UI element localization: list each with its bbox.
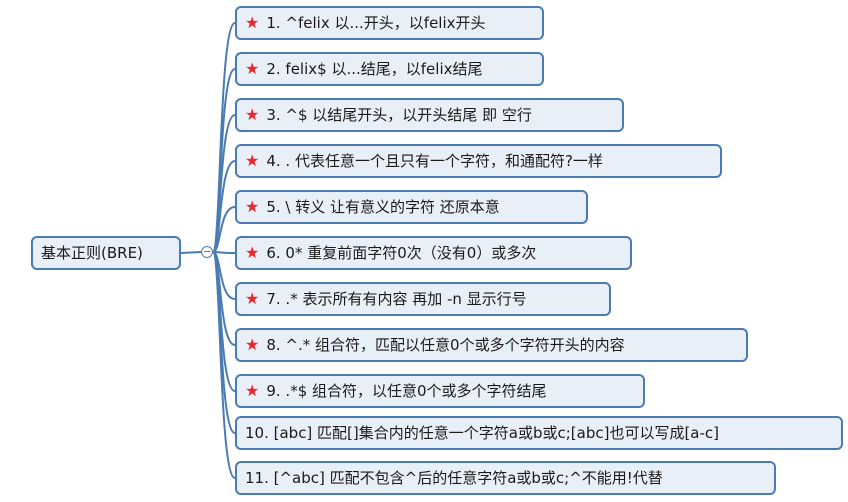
topic-label: 11. [^abc] 匹配不包含^后的任意字符a或b或c;^不能用!代替: [245, 469, 663, 487]
topic-node-6[interactable]: ★ 6. 0* 重复前面字符0次（没有0）或多次: [235, 236, 632, 270]
topic-node-8[interactable]: ★ 8. ^.* 组合符，匹配以任意0个或多个字符开头的内容: [235, 328, 748, 362]
topic-label: 10. [abc] 匹配[]集合内的任意一个字符a或b或c;[abc]也可以写成…: [245, 424, 719, 442]
topic-label: 8. ^.* 组合符，匹配以任意0个或多个字符开头的内容: [266, 336, 625, 354]
topic-label: 6. 0* 重复前面字符0次（没有0）或多次: [266, 244, 537, 262]
star-icon: ★: [245, 335, 260, 354]
topic-node-1[interactable]: ★ 1. ^felix 以...开头，以felix开头: [235, 6, 544, 40]
topic-label: 1. ^felix 以...开头，以felix开头: [266, 14, 486, 32]
branch-connector-11: [212, 251, 236, 479]
topic-node-5[interactable]: ★ 5. \ 转义 让有意义的字符 还原本意: [235, 190, 588, 224]
root-node[interactable]: 基本正则(BRE): [31, 236, 181, 270]
star-icon: ★: [245, 289, 260, 308]
topic-node-4[interactable]: ★ 4. . 代表任意一个且只有一个字符，和通配符?一样: [235, 144, 722, 178]
star-icon: ★: [245, 105, 260, 124]
star-icon: ★: [245, 197, 260, 216]
topic-label: 2. felix$ 以...结尾，以felix结尾: [266, 60, 483, 78]
star-icon: ★: [245, 59, 260, 78]
collapse-toggle-icon[interactable]: [201, 246, 213, 258]
topic-label: 4. . 代表任意一个且只有一个字符，和通配符?一样: [266, 152, 603, 170]
topic-label: 7. .* 表示所有有内容 再加 -n 显示行号: [266, 290, 527, 308]
star-icon: ★: [245, 381, 260, 400]
topic-label: 3. ^$ 以结尾开头，以开头结尾 即 空行: [266, 106, 532, 124]
topic-label: 9. .*$ 组合符，以任意0个或多个字符结尾: [266, 382, 547, 400]
topic-node-2[interactable]: ★ 2. felix$ 以...结尾，以felix结尾: [235, 52, 544, 86]
star-icon: ★: [245, 13, 260, 32]
branch-connector-6: [212, 251, 236, 254]
topic-node-7[interactable]: ★ 7. .* 表示所有有内容 再加 -n 显示行号: [235, 282, 611, 316]
topic-node-3[interactable]: ★ 3. ^$ 以结尾开头，以开头结尾 即 空行: [235, 98, 624, 132]
star-icon: ★: [245, 243, 260, 262]
branch-connector-5: [212, 206, 236, 253]
root-label: 基本正则(BRE): [41, 244, 143, 262]
topic-node-10[interactable]: 10. [abc] 匹配[]集合内的任意一个字符a或b或c;[abc]也可以写成…: [235, 416, 843, 450]
star-icon: ★: [245, 151, 260, 170]
topic-node-11[interactable]: 11. [^abc] 匹配不包含^后的任意字符a或b或c;^不能用!代替: [235, 461, 776, 495]
topic-label: 5. \ 转义 让有意义的字符 还原本意: [266, 198, 500, 216]
root-connector: [180, 251, 202, 254]
topic-node-9[interactable]: ★ 9. .*$ 组合符，以任意0个或多个字符结尾: [235, 374, 645, 408]
